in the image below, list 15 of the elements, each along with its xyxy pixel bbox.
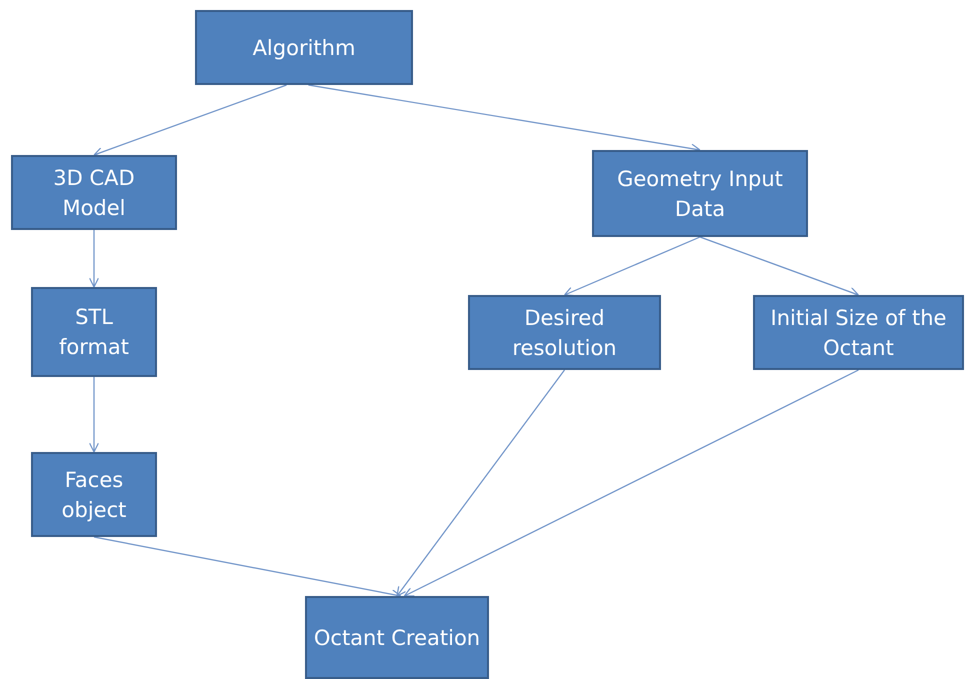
process-box: Octant Creation [305,596,489,679]
arrow [88,230,100,288]
arrow [396,370,565,597]
arrow [404,369,859,597]
process-box: Initial Size of the Octant [753,295,964,370]
process-box: Desired resolution [468,295,661,370]
process-box: STL format [31,287,157,377]
process-box: Algorithm [195,10,413,85]
arrow [700,236,860,297]
arrow [564,236,700,296]
arrow [88,377,100,453]
process-box: Faces object [31,452,157,537]
process-box: 3D CAD Model [11,155,177,230]
process-box: Geometry Input Data [592,150,808,237]
arrow [93,84,287,157]
